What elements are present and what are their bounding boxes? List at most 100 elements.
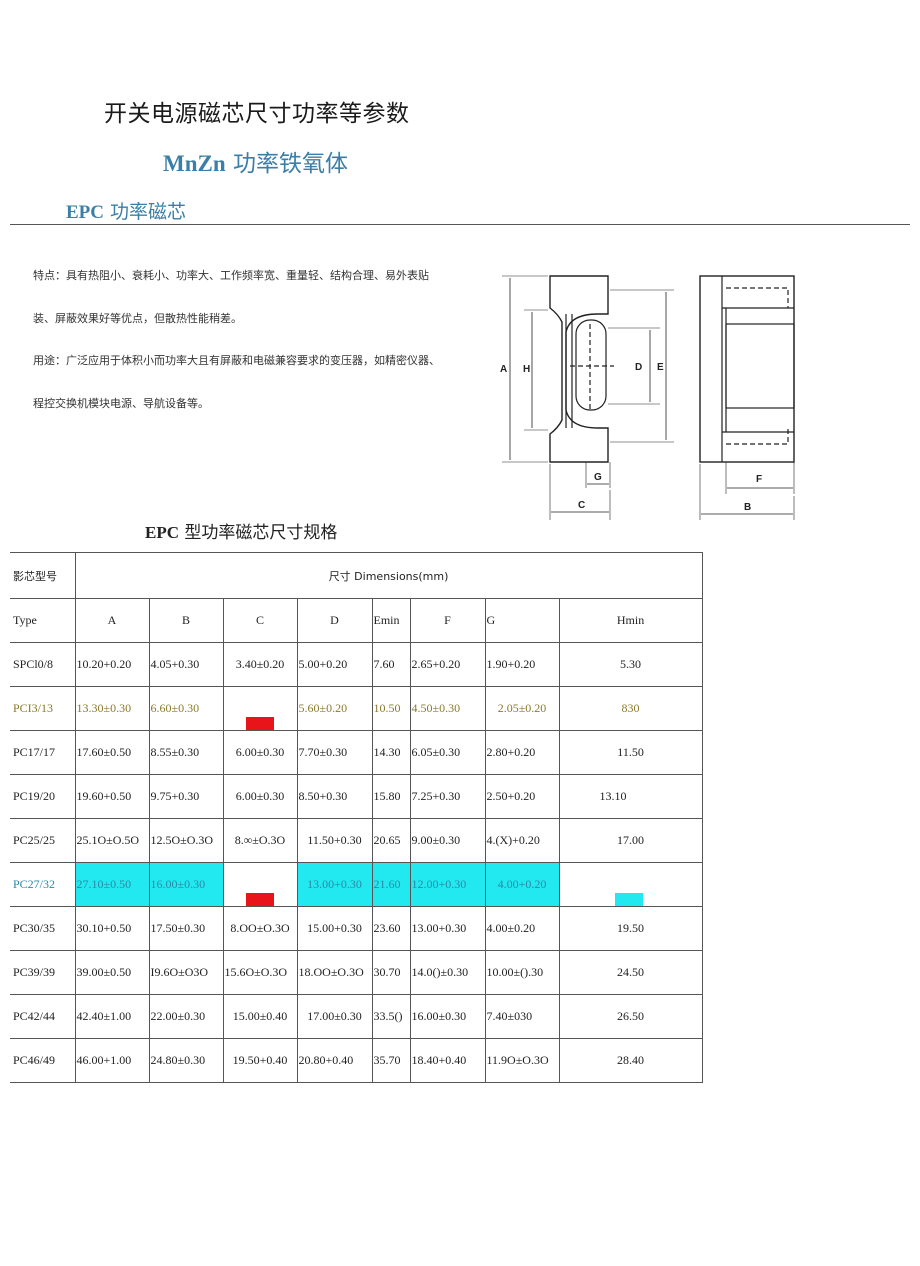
cell-emin: 7.60: [371, 642, 411, 687]
subtitle-latin: MnZn: [163, 151, 226, 176]
col-header-a: A: [74, 598, 150, 643]
cell-d: 15.00+0.30: [296, 906, 373, 951]
table-row: PC17/17 17.60±0.50 8.55±0.30 6.00±0.30 7…: [10, 730, 703, 775]
cell-a: 39.00±0.50: [74, 950, 150, 995]
cell-f: 9.00±0.30: [409, 818, 486, 863]
cell-f: 6.05±0.30: [409, 730, 486, 775]
dim-label-D: D: [635, 362, 642, 373]
cell-g: 1.90+0.20: [484, 642, 560, 687]
cell-a: 10.20+0.20: [74, 642, 150, 687]
cell-a: 42.40±1.00: [74, 994, 150, 1039]
cell-emin: 15.80: [371, 774, 411, 819]
cell-g: 11.9O±O.3O: [484, 1038, 560, 1083]
cell-a: 25.1O±O.5O: [74, 818, 150, 863]
table-row: SPCl0/8 10.20+0.20 4.05+0.30 3.40±0.20 5…: [10, 642, 703, 687]
header-dimensions: 尺寸 Dimensions(mm): [74, 552, 703, 599]
dim-label-B: B: [744, 502, 751, 513]
cell-b: 6.60±0.30: [148, 686, 224, 731]
cell-g: 10.00±().30: [484, 950, 560, 995]
cell-b: 24.80±0.30: [148, 1038, 224, 1083]
cell-type: PC19/20: [10, 774, 76, 819]
cell-type: PC17/17: [10, 730, 76, 775]
cell-d: 20.80+0.40: [296, 1038, 373, 1083]
cell-c: 6.00±0.30: [222, 730, 298, 775]
col-header-d: D: [296, 598, 373, 643]
cell-c: 6.00±0.30: [222, 774, 298, 819]
col-header-g: G: [484, 598, 560, 643]
cell-type: PC39/39: [10, 950, 76, 995]
cell-b: I9.6O±O3O: [148, 950, 224, 995]
col-header-c: C: [222, 598, 298, 643]
col-header-type: Type: [10, 598, 76, 643]
cell-g: 4.00±0.20: [484, 906, 560, 951]
material-subtitle: MnZn 功率铁氧体: [163, 144, 348, 178]
cell-a: 13.30±0.30: [74, 686, 150, 731]
col-header-b: B: [148, 598, 224, 643]
table-row: PC39/39 39.00±0.50 I9.6O±O3O 15.6O±O.3O …: [10, 950, 703, 995]
cell-a: 46.00+1.00: [74, 1038, 150, 1083]
cell-g: 4.00+0.20: [484, 862, 560, 907]
table-title-cn: 型功率磁芯尺寸规格: [184, 523, 338, 543]
dim-label-H: H: [523, 364, 530, 375]
cell-a: 30.10+0.50: [74, 906, 150, 951]
cell-b: 12.5O±O.3O: [148, 818, 224, 863]
cell-a: 17.60±0.50: [74, 730, 150, 775]
dim-label-A: A: [500, 364, 507, 375]
cell-d: 8.50+0.30: [296, 774, 373, 819]
cell-f: 14.0()±0.30: [409, 950, 486, 995]
cell-g: 2.80+0.20: [484, 730, 560, 775]
usage-text-line-1: 用途：广泛应用于体积小而功率大且有屏蔽和电磁兼容要求的变压器，如精密仪器、: [33, 354, 440, 367]
dim-label-F: F: [756, 474, 762, 485]
dim-label-C: C: [578, 500, 585, 511]
cell-c: 15.00±0.40: [222, 994, 298, 1039]
table-row: PC42/44 42.40±1.00 22.00±0.30 15.00±0.40…: [10, 994, 703, 1039]
red-mark: [245, 717, 274, 730]
col-header-emin: Emin: [371, 598, 411, 643]
section-title: EPC 功率磁芯: [66, 197, 186, 224]
cell-hmin: 19.50: [558, 906, 703, 951]
cell-d: 13.00+0.30: [296, 862, 373, 907]
cell-hmin: 5.30: [558, 642, 703, 687]
cell-type: PC46/49: [10, 1038, 76, 1083]
cell-hmin: 13.10: [558, 774, 703, 819]
cell-emin: 30.70: [371, 950, 411, 995]
section-divider: [10, 224, 910, 225]
table-row: PC19/20 19.60+0.50 9.75+0.30 6.00±0.30 8…: [10, 774, 703, 819]
cell-g: 2.50+0.20: [484, 774, 560, 819]
section-cn: 功率磁芯: [110, 201, 187, 223]
cell-f: 4.50±0.30: [409, 686, 486, 731]
section-latin: EPC: [66, 202, 104, 223]
cell-d: 18.OO±O.3O: [296, 950, 373, 995]
cell-a: 19.60+0.50: [74, 774, 150, 819]
cell-emin: 21.60: [371, 862, 411, 907]
table-row: PC25/25 25.1O±O.5O 12.5O±O.3O 8.∞±O.3O 1…: [10, 818, 703, 863]
dim-label-E: E: [657, 362, 664, 373]
cyan-mark: [614, 893, 643, 906]
cell-b: 9.75+0.30: [148, 774, 224, 819]
cell-c: [222, 862, 298, 907]
table-header-row: 影芯型号 尺寸 Dimensions(mm): [10, 552, 703, 599]
cell-emin: 10.50: [371, 686, 411, 731]
cell-hmin: 830: [558, 686, 703, 731]
cell-type: PC27/32: [10, 862, 76, 907]
cell-c: [222, 686, 298, 731]
feature-text-line-2: 装、屏蔽效果好等优点，但散热性能稍差。: [33, 312, 242, 325]
cell-hmin: 11.50: [558, 730, 703, 775]
cell-b: 4.05+0.30: [148, 642, 224, 687]
cell-f: 16.00±0.30: [409, 994, 486, 1039]
core-dimension-diagram: A H D E G C F B: [500, 275, 795, 520]
cell-g: 2.05±0.20: [484, 686, 560, 731]
dim-label-G: G: [594, 472, 602, 483]
cell-type: PCI3/13: [10, 686, 76, 731]
cell-f: 2.65+0.20: [409, 642, 486, 687]
cell-c: 8.∞±O.3O: [222, 818, 298, 863]
cell-hmin: 28.40: [558, 1038, 703, 1083]
cell-b: 16.00±0.30: [148, 862, 224, 907]
cell-hmin: [558, 862, 703, 907]
cell-c: 15.6O±O.3O: [222, 950, 298, 995]
dimension-spec-table: 影芯型号 尺寸 Dimensions(mm) Type A B C D Emin…: [10, 552, 703, 1083]
cell-emin: 14.30: [371, 730, 411, 775]
cell-hmin: 26.50: [558, 994, 703, 1039]
cell-type: SPCl0/8: [10, 642, 76, 687]
cell-emin: 35.70: [371, 1038, 411, 1083]
